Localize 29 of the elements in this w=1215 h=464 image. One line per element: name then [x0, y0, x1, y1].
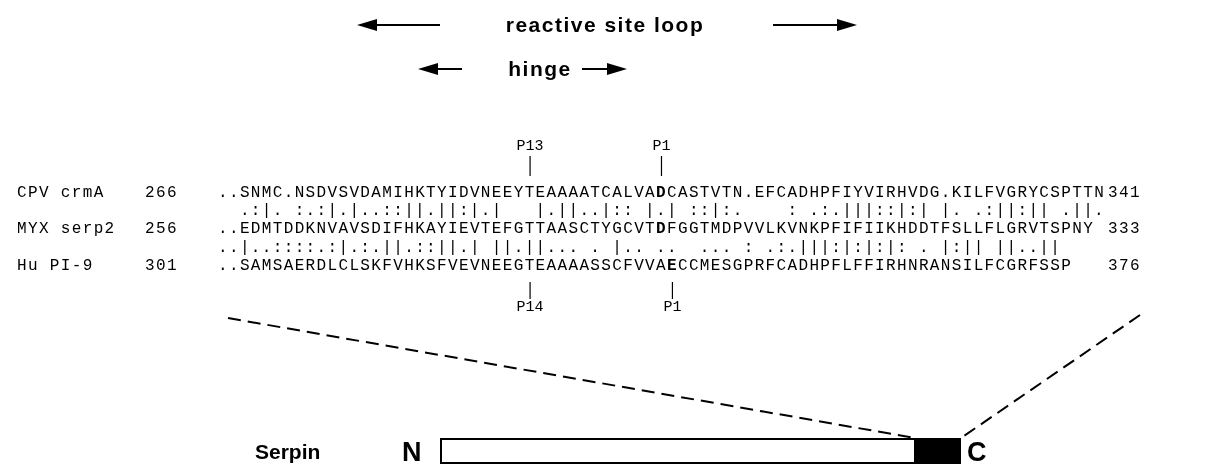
conservation-marks: ..|..::::.:|.:.||.::||.| ||.||... . |.. .. ... : .:.|||:|:|:|: . |:|| ||..||	[218, 239, 1062, 257]
heading: hinge	[508, 56, 572, 82]
position-label: P1	[658, 299, 687, 317]
conservation-marks: .:|. :.:|.|..::||.||:|.| |.||..|:: |.| ::|:. : .:.|||::|:| |. .:||:|| .||.	[239, 202, 1106, 220]
leader-line	[660, 155, 663, 177]
leader-line	[529, 281, 531, 300]
sequence-name: CPV crmA	[17, 184, 105, 202]
leader-line	[529, 155, 531, 177]
terminus-label: C	[967, 437, 987, 464]
protein-bar	[440, 438, 916, 464]
c-terminal-segment	[915, 438, 961, 464]
residue-number: 376	[1108, 257, 1141, 275]
position-label: P14	[512, 299, 549, 317]
residue-number: 301	[145, 257, 178, 275]
sequence-name: Hu PI-9	[17, 257, 94, 275]
protein-name: Serpin	[255, 439, 321, 464]
residue-number: 333	[1108, 220, 1141, 238]
residue-number: 266	[145, 184, 178, 202]
heading: reactive site loop	[505, 12, 705, 38]
terminus-label: N	[402, 437, 422, 464]
residue-number: 256	[145, 220, 178, 238]
sequence: ..SNMC.NSDVSVDAMIHKTYIDVNEEYTEAAAATCALVADCASTVTN.EFCADHPFIYVIRHVDG.KILFVGRYCSPTTN	[218, 184, 1106, 202]
position-label: P13	[512, 138, 549, 156]
sequence: ..EDMTDDKNVAVSDIFHKAYIEVTEFGTTAASCTYGCVTDFGGTMDPVVLKVNKPFIFIIKHDDTFSLLFLGRVTSPNY	[218, 220, 1095, 238]
sequence-name: MYX serp2	[17, 220, 116, 238]
sequence: ..SAMSAERDLCLSKFVHKSFVEVNEEGTEAAAASSCFVVAECCMESGPRFCADHPFLFFIRHNRANSILFCGRFSSP	[218, 257, 1073, 275]
position-label: P1	[647, 138, 676, 156]
residue-number: 341	[1108, 184, 1141, 202]
leader-line	[671, 281, 674, 300]
